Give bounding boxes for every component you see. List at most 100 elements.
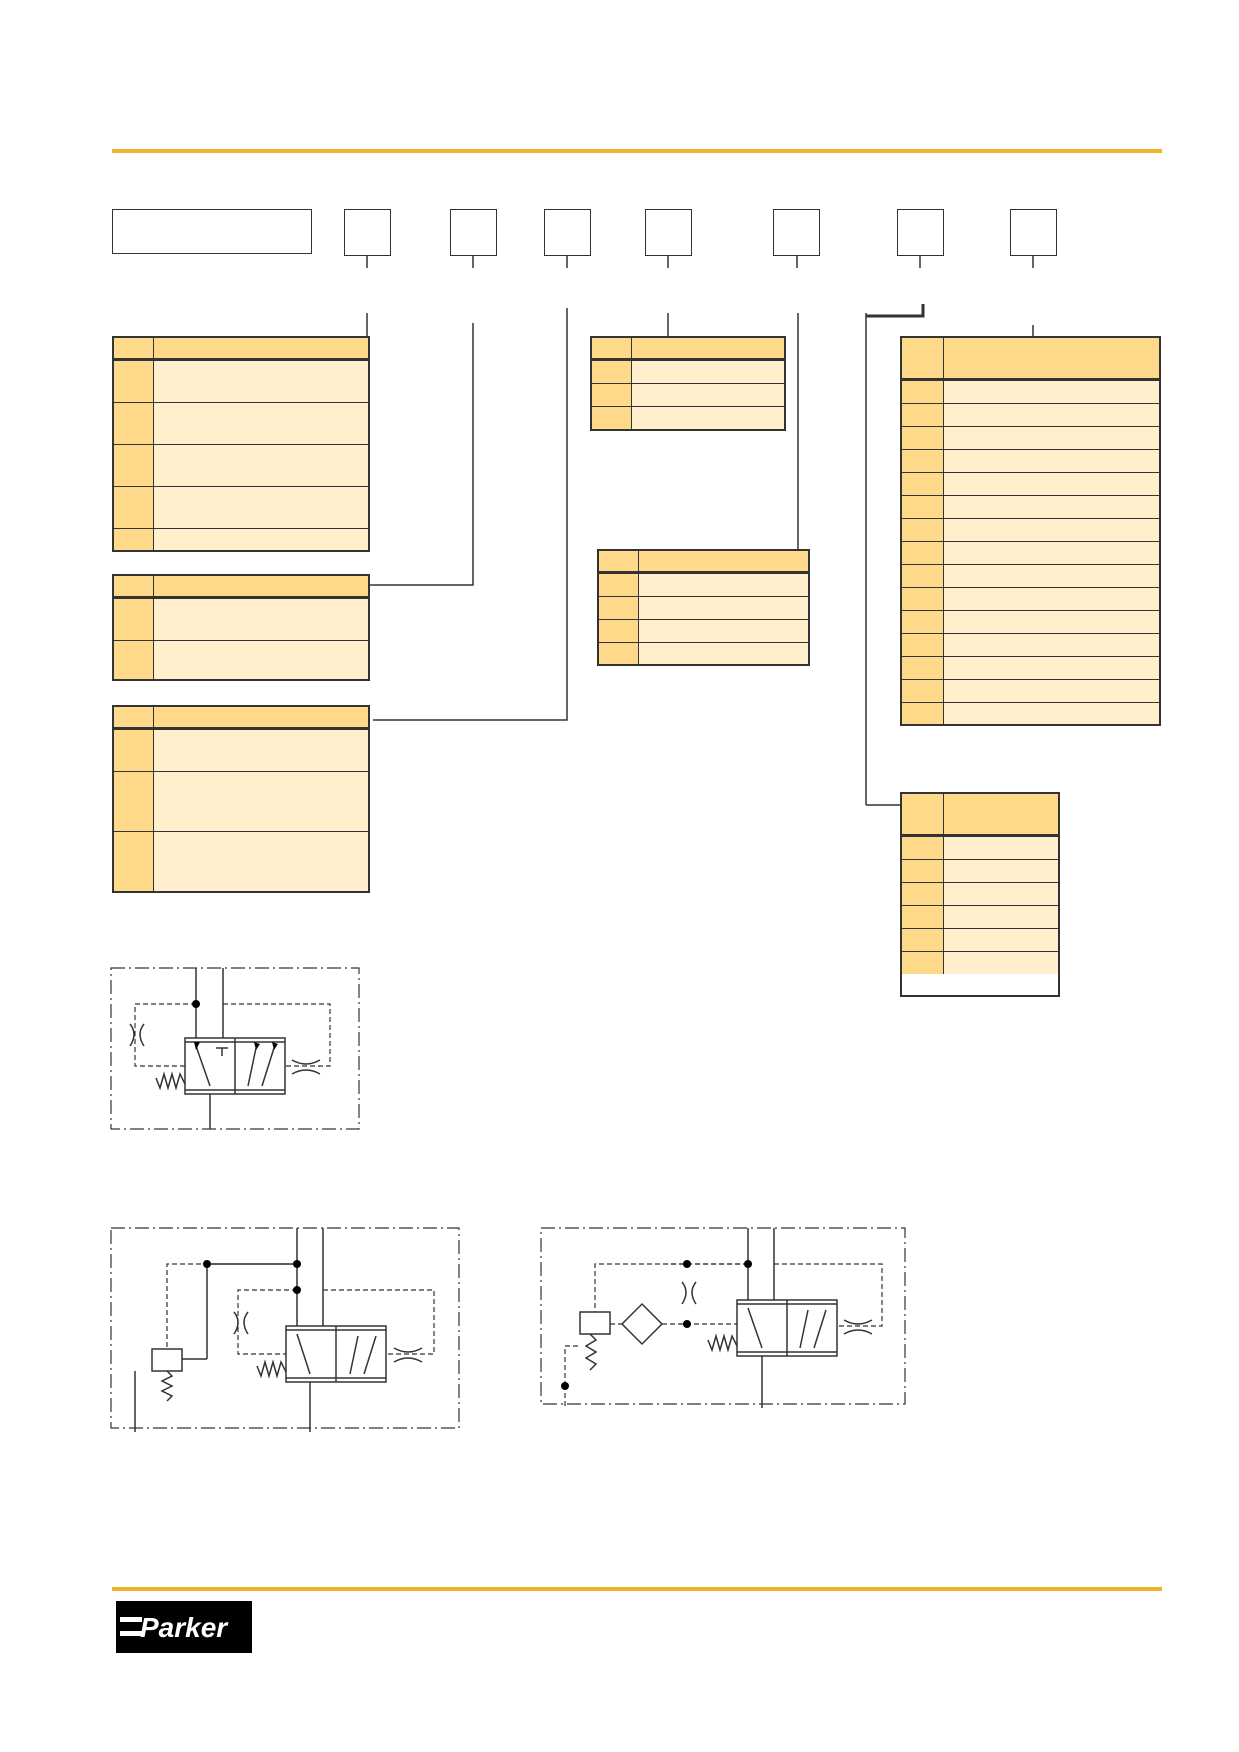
table-code-cell	[599, 620, 639, 642]
table-row	[599, 619, 808, 642]
table-row	[902, 587, 1159, 610]
table-row	[114, 729, 368, 771]
table-desc-cell	[944, 703, 1159, 724]
table-row	[902, 472, 1159, 495]
table-row	[902, 380, 1159, 403]
table-row	[599, 596, 808, 619]
table-desc-cell	[944, 680, 1159, 702]
table-row	[592, 383, 784, 406]
table-code-cell	[902, 794, 944, 834]
table-header-row	[114, 707, 368, 729]
table-row	[902, 610, 1159, 633]
table-row	[902, 928, 1058, 951]
table-row	[114, 771, 368, 831]
table-code-cell	[902, 860, 944, 882]
table-row	[592, 406, 784, 429]
option-table-c	[112, 705, 370, 893]
table-header-row	[599, 551, 808, 573]
table-code-cell	[902, 427, 944, 449]
table-desc-cell	[154, 487, 368, 528]
table-desc-cell	[639, 551, 808, 571]
table-row	[902, 679, 1159, 702]
table-desc-cell	[944, 588, 1159, 610]
table-desc-cell	[944, 611, 1159, 633]
schematic-2	[110, 1227, 460, 1432]
option-table-d	[590, 336, 786, 431]
table-code-cell	[592, 338, 632, 358]
table-desc-cell	[632, 338, 784, 358]
table-code-cell	[114, 361, 154, 402]
table-desc-cell	[944, 860, 1058, 882]
option-table-f	[900, 336, 1161, 726]
table-desc-cell	[154, 641, 368, 679]
table-code-cell	[114, 529, 154, 550]
table-code-cell	[902, 929, 944, 951]
parker-logo: Parker	[116, 1601, 252, 1653]
table-row	[114, 486, 368, 528]
table-desc-cell	[154, 445, 368, 486]
table-code-cell	[902, 657, 944, 679]
table-desc-cell	[944, 496, 1159, 518]
table-desc-cell	[154, 832, 368, 891]
table-code-cell	[902, 381, 944, 403]
table-desc-cell	[944, 929, 1058, 951]
table-header-row	[592, 338, 784, 360]
table-code-cell	[599, 643, 639, 664]
table-header-row	[114, 576, 368, 598]
table-desc-cell	[154, 361, 368, 402]
table-desc-cell	[944, 404, 1159, 426]
table-desc-cell	[154, 599, 368, 640]
table-code-cell	[114, 641, 154, 679]
table-row	[599, 642, 808, 664]
logo-text: Parker	[140, 1612, 229, 1643]
table-row	[902, 426, 1159, 449]
table-row	[902, 518, 1159, 541]
table-desc-cell	[639, 643, 808, 664]
table-code-cell	[114, 832, 154, 891]
table-header-row	[902, 794, 1058, 836]
table-desc-cell	[632, 361, 784, 383]
table-code-cell	[902, 883, 944, 905]
table-row	[592, 360, 784, 383]
table-code-cell	[599, 551, 639, 571]
table-code-cell	[902, 680, 944, 702]
table-desc-cell	[944, 338, 1159, 378]
table-row	[902, 905, 1058, 928]
table-desc-cell	[944, 634, 1159, 656]
table-desc-cell	[154, 403, 368, 444]
table-code-cell	[902, 496, 944, 518]
table-code-cell	[902, 952, 944, 974]
table-row	[114, 360, 368, 402]
code-box-3	[450, 209, 497, 256]
table-code-cell	[114, 599, 154, 640]
table-row	[902, 656, 1159, 679]
table-code-cell	[902, 519, 944, 541]
table-code-cell	[114, 707, 154, 727]
table-row	[599, 573, 808, 596]
table-code-cell	[114, 487, 154, 528]
table-row	[902, 951, 1058, 974]
code-box-7	[897, 209, 944, 256]
table-row	[114, 831, 368, 891]
table-row	[114, 640, 368, 679]
table-code-cell	[902, 837, 944, 859]
table-code-cell	[592, 361, 632, 383]
table-row	[902, 564, 1159, 587]
table-desc-cell	[944, 883, 1058, 905]
option-table-g	[900, 792, 1060, 997]
table-row	[902, 541, 1159, 564]
table-row	[114, 402, 368, 444]
table-desc-cell	[944, 952, 1058, 974]
table-desc-cell	[944, 450, 1159, 472]
table-code-cell	[902, 588, 944, 610]
table-desc-cell	[944, 473, 1159, 495]
table-header-row	[114, 338, 368, 360]
table-row	[902, 633, 1159, 656]
table-desc-cell	[154, 772, 368, 831]
table-desc-cell	[639, 574, 808, 596]
table-code-cell	[902, 542, 944, 564]
table-desc-cell	[944, 519, 1159, 541]
table-desc-cell	[632, 407, 784, 429]
table-code-cell	[902, 338, 944, 378]
